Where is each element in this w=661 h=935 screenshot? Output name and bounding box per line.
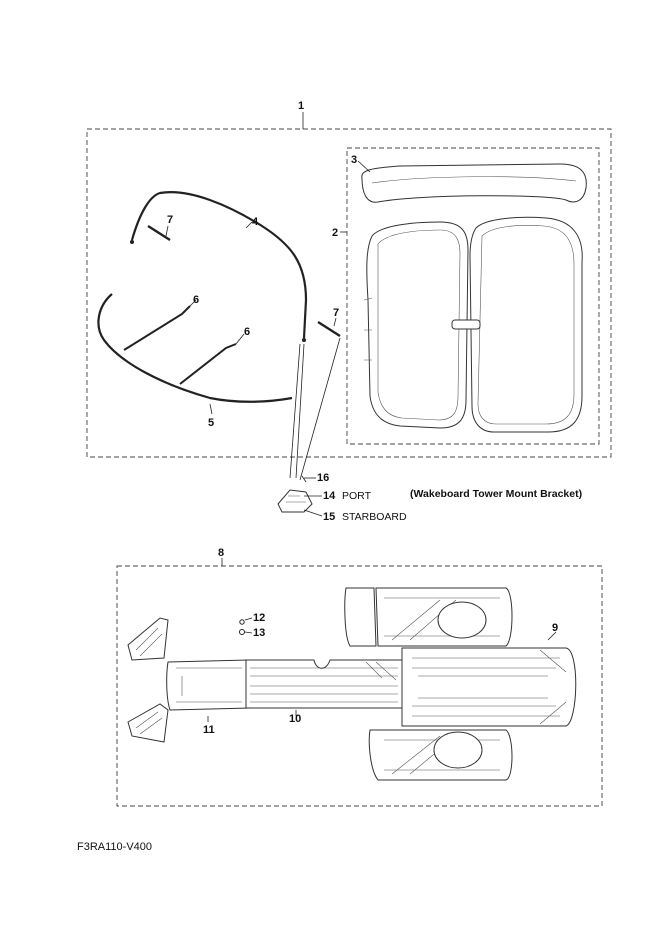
callout-10: 10 (289, 713, 301, 725)
callout-15: 15 (323, 511, 335, 523)
callout-14: 14 (323, 490, 336, 502)
callout-6a: 6 (193, 294, 199, 306)
bracket-note: (Wakeboard Tower Mount Bracket) (410, 488, 582, 500)
part-6-support-rods (123, 305, 237, 385)
callout-16: 16 (317, 472, 329, 484)
callout-7b: 7 (333, 307, 339, 319)
part-10-center-mat (245, 659, 405, 709)
callout-9: 9 (552, 622, 558, 634)
part-5-lower-bar (97, 293, 293, 403)
mount-bracket-group: 16 14 PORT 15 STARBOARD (Wakeboard Tower… (277, 472, 582, 523)
callout-5: 5 (208, 417, 214, 429)
part-4-tower-bar (130, 191, 308, 342)
callout-11: 11 (203, 724, 215, 736)
callout-6b: 6 (244, 326, 250, 338)
part-9-deck-mats (344, 587, 577, 781)
part-3-pad (361, 163, 587, 203)
part-11-step-pads (127, 617, 251, 743)
part-14-15-mount-bracket (277, 489, 313, 513)
label-starboard: STARBOARD (342, 511, 407, 523)
callout-1: 1 (298, 100, 304, 112)
label-port: PORT (342, 490, 372, 502)
part-2-tower-mat (363, 216, 583, 433)
callout-7a: 7 (167, 214, 173, 226)
callout-13: 13 (253, 627, 265, 639)
callout-2: 2 (332, 227, 338, 239)
callout-3: 3 (351, 154, 357, 166)
part-7-fittings (147, 224, 341, 338)
assembly-2-boundary (346, 147, 600, 445)
callout-4: 4 (252, 216, 259, 228)
assembly-8-boundary (116, 565, 603, 807)
diagram-code: F3RA110-V400 (77, 841, 152, 853)
assembly-8-group: 8 11 12 13 10 (116, 547, 603, 807)
part-12-13-fasteners (239, 619, 245, 635)
assembly-1-group: 1 2 3 4 5 (86, 100, 612, 481)
callout-12: 12 (253, 612, 265, 624)
callout-8: 8 (218, 547, 224, 559)
assembly-1-boundary (86, 128, 612, 458)
